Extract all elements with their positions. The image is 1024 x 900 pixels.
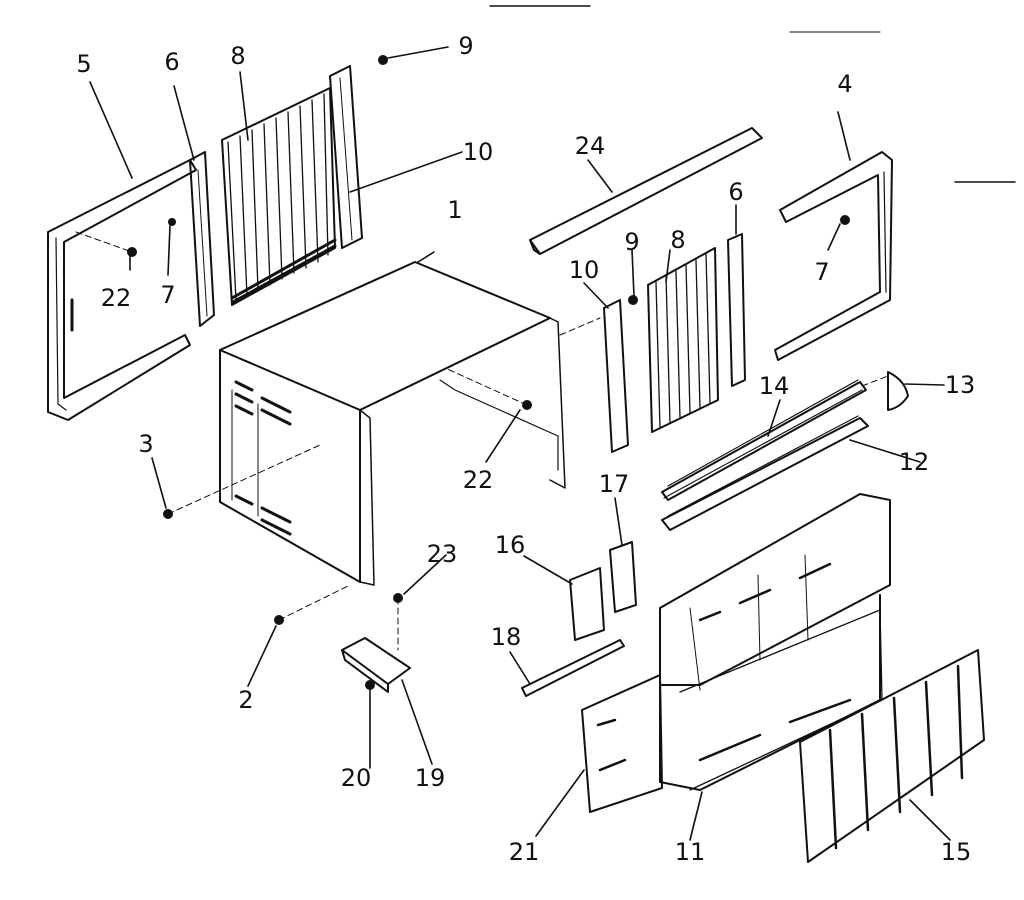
leader-lines: [89, 46, 951, 841]
part-label-23: 23: [426, 540, 458, 568]
hinge-bracket-part: [569, 567, 605, 641]
part-label-14: 14: [758, 372, 790, 400]
right-curtain-rail-part: [603, 299, 629, 453]
right-accordion-curtain-part: [647, 247, 719, 433]
part-label-8-left: 8: [230, 42, 246, 70]
part-label-22-left: 22: [100, 284, 132, 312]
latch-bracket-part: [609, 541, 637, 613]
part-label-5: 5: [76, 50, 92, 78]
part-label-2: 2: [238, 686, 254, 714]
cabinet-part: [219, 261, 566, 586]
part-label-21: 21: [508, 838, 540, 866]
hinge-rod-part: [521, 639, 625, 697]
part-label-19: 19: [414, 764, 446, 792]
part-label-13: 13: [944, 371, 976, 399]
right-curtain-channel-part: [727, 233, 746, 387]
top-rail-part: [529, 127, 763, 255]
part-label-10-right: 10: [568, 256, 600, 284]
part-label-10-left: 10: [462, 138, 494, 166]
part-label-9-right: 9: [624, 228, 640, 256]
left-accordion-curtain-part: [221, 87, 337, 306]
part-label-4: 4: [837, 70, 853, 98]
right-curtain-frame-part: [774, 151, 893, 361]
part-label-1: 1: [447, 196, 463, 224]
part-label-7-right: 7: [814, 258, 830, 286]
part-label-17: 17: [598, 470, 630, 498]
front-grille-part: [659, 493, 891, 791]
access-panel-part: [581, 674, 663, 813]
part-label-9-left: 9: [458, 32, 474, 60]
assembly-lines: [75, 231, 889, 651]
left-curtain-frame-part: [47, 159, 197, 421]
part-label-6-left: 6: [164, 48, 180, 76]
part-label-11: 11: [674, 838, 706, 866]
air-filter-door-part: [799, 649, 985, 863]
part-label-3: 3: [138, 430, 154, 458]
left-curtain-channel-part: [189, 151, 215, 327]
part-label-16: 16: [494, 531, 526, 559]
mounting-bracket-part: [341, 637, 411, 693]
louver-parts: [661, 379, 869, 531]
part-label-22-cabinet: 22: [462, 466, 494, 494]
part-label-7-left: 7: [160, 281, 176, 309]
louver-clip-part: [887, 371, 909, 411]
part-label-20: 20: [340, 764, 372, 792]
part-label-6-right: 6: [728, 178, 744, 206]
part-label-18: 18: [490, 623, 522, 651]
part-label-15: 15: [940, 838, 972, 866]
left-curtain-rail-part: [329, 65, 363, 249]
part-label-8-right: 8: [670, 226, 686, 254]
part-label-24: 24: [574, 132, 606, 160]
part-label-12: 12: [898, 448, 930, 476]
